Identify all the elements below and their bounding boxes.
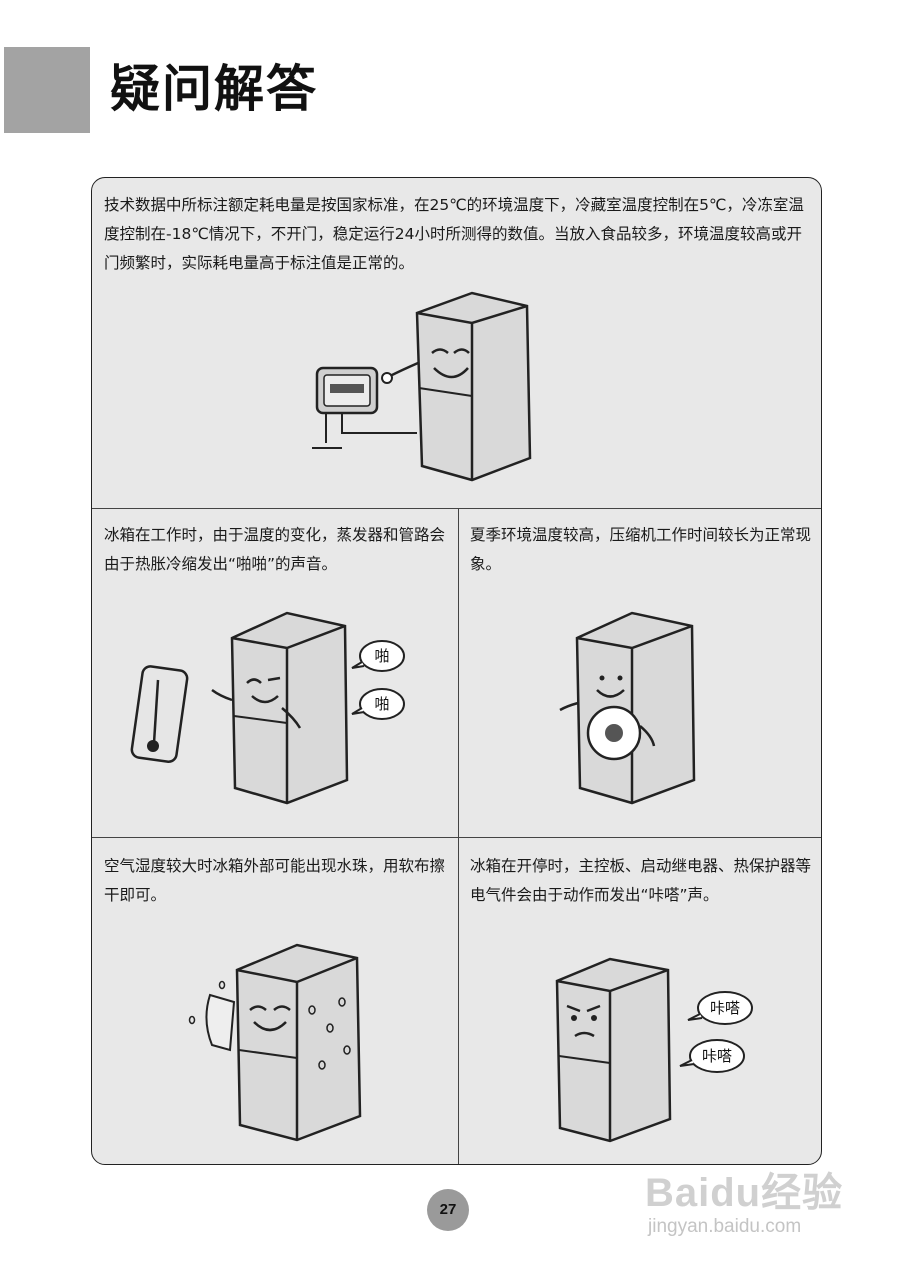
compressor-text: 夏季环境温度较高，压缩机工作时间较长为正常现象。 <box>470 526 812 573</box>
crack-text: 冰箱在工作时，由于温度的变化，蒸发器和管路会由于热胀冷缩发出“啪啪”的声音。 <box>104 526 446 573</box>
fridge-meter-illustration <box>312 291 532 482</box>
humidity-text: 空气湿度较大时冰箱外部可能出现水珠，用软布擦干即可。 <box>104 857 446 904</box>
energy-text: 技术数据中所标注额定耗电量是按国家标准，在25℃的环境温度下，冷藏室温度控制在5… <box>104 196 804 272</box>
crack-bubble-2: 啪 <box>374 695 389 713</box>
fridge-thermometer-illustration: 啪 啪 <box>130 611 405 805</box>
divider-horizontal-1 <box>92 508 821 509</box>
crack-bubble-1: 啪 <box>374 647 389 665</box>
faq-frame: 技术数据中所标注额定耗电量是按国家标准，在25℃的环境温度下，冷藏室温度控制在5… <box>91 177 822 1165</box>
click-bubble-2: 咔嗒 <box>702 1047 732 1065</box>
fridge-click-sound-illustration: 咔嗒 咔嗒 <box>555 957 753 1143</box>
divider-horizontal-2 <box>92 837 821 838</box>
title-decor-block <box>4 47 90 133</box>
page-title: 疑问解答 <box>110 60 318 118</box>
fridge-compressor-illustration <box>559 611 696 805</box>
watermark-url: jingyan.baidu.com <box>648 1216 802 1237</box>
click-text: 冰箱在开停时，主控板、启动继电器、热保护器等电气件会由于动作而发出“咔嗒”声。 <box>470 857 812 904</box>
page-number: 27 <box>427 1189 469 1231</box>
divider-vertical <box>458 508 459 1164</box>
watermark-logo: Baidu经验 <box>645 1171 844 1215</box>
click-bubble-1: 咔嗒 <box>710 999 740 1017</box>
fridge-water-drops-illustration <box>188 943 362 1142</box>
